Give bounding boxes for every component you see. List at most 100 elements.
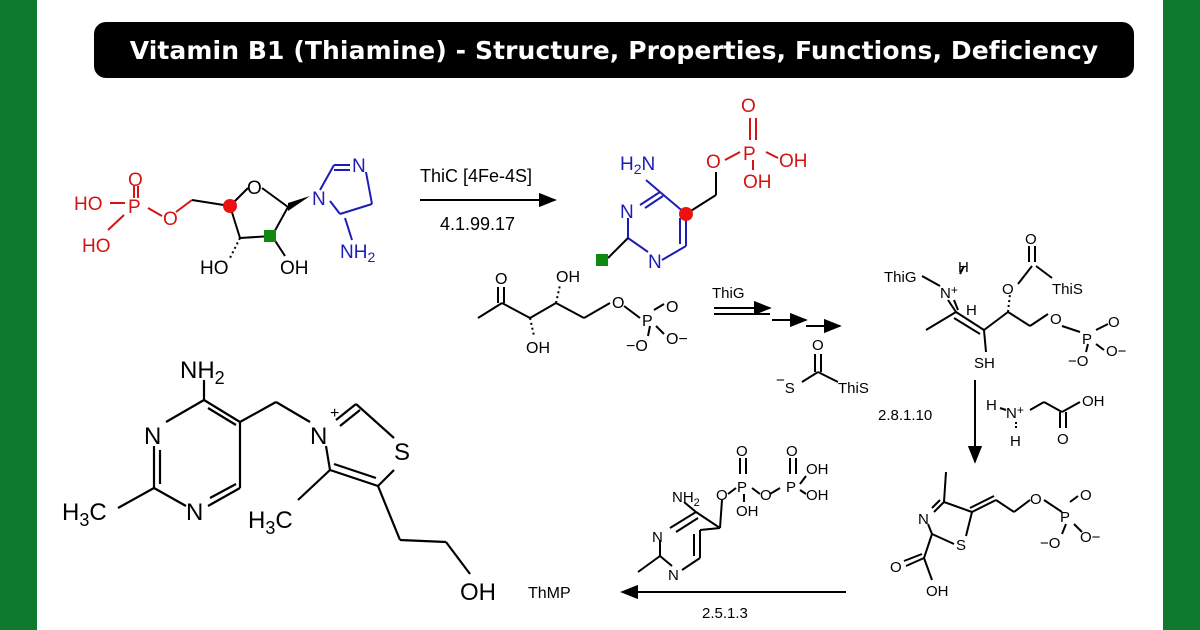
label-o: O — [736, 443, 748, 460]
thig-adduct-labels: ThiG H N+ H SH O O ThiS O P O −O O− — [884, 231, 1127, 372]
label-n-plus: N+ — [940, 283, 958, 302]
right-frame-band — [1163, 0, 1200, 630]
green-marker — [596, 254, 608, 266]
glycine-imine: H N+ H OH O — [986, 393, 1105, 450]
label-s-minus: −S — [776, 372, 795, 397]
label-o: O — [163, 209, 178, 230]
label-o-minus: O− — [1080, 529, 1101, 546]
label-o-minus: −O — [626, 338, 648, 355]
reaction3-arrow: 2.8.1.10 — [878, 380, 983, 464]
this-thiocarboxylate: O −S ThiS — [776, 337, 869, 397]
label-nh2: NH2 — [672, 489, 700, 509]
reaction1-ec-label: 4.1.99.17 — [440, 214, 515, 234]
label-oh: OH — [743, 172, 772, 193]
label-thig: ThiG — [884, 269, 917, 286]
red-marker — [223, 199, 237, 213]
hmp-atom-labels: H2N N N O P O OH OH — [620, 96, 808, 273]
label-p: P — [1060, 509, 1070, 526]
label-o: O — [612, 295, 624, 312]
label-ho: HO — [200, 258, 229, 279]
label-n: N — [620, 202, 634, 223]
reaction1-enzyme-label: ThiC [4Fe-4S] — [420, 166, 532, 186]
title-banner: Vitamin B1 (Thiamine) - Structure, Prope… — [94, 22, 1134, 78]
hmp-phosphate — [607, 118, 779, 261]
thmp-label: ThMP — [528, 585, 571, 602]
label-sh: SH — [974, 355, 995, 372]
label-oh: OH — [806, 487, 829, 504]
label-o: O — [1050, 311, 1062, 328]
label-o: O — [1080, 487, 1092, 504]
label-n-plus: N — [310, 423, 327, 450]
label-p: P — [786, 479, 796, 496]
label-oh: OH — [779, 151, 808, 172]
label-o: O — [1108, 314, 1120, 331]
label-o: O — [128, 170, 143, 191]
label-o: O — [1057, 431, 1069, 448]
red-marker — [679, 207, 693, 221]
label-n-plus: N+ — [1006, 403, 1024, 422]
label-o: O — [786, 443, 798, 460]
label-ho: HO — [82, 236, 111, 257]
green-marker — [264, 230, 276, 242]
label-n: N — [918, 511, 929, 528]
label-h: H — [1010, 433, 1021, 450]
label-h3c: H3C — [248, 507, 293, 538]
dxp-atom-labels: O OH OH O P O −O O− — [495, 269, 688, 357]
reaction4-arrow: 2.5.1.3 ThMP — [528, 584, 846, 622]
label-p: P — [128, 197, 141, 218]
label-o: O — [1002, 281, 1014, 298]
label-o: O — [1025, 231, 1037, 248]
label-o: O — [741, 96, 756, 117]
reaction2-arrows: ThiG — [712, 285, 842, 334]
label-o-minus: −O — [1040, 535, 1060, 552]
thig-adduct — [921, 246, 1109, 353]
label-n: N — [352, 156, 366, 177]
air-atom-labels: HO P O HO O O N N NH2 HO OH — [74, 156, 375, 279]
label-s: S — [394, 439, 410, 466]
air-ribonucleotide — [107, 164, 373, 259]
label-oh: OH — [926, 583, 949, 600]
label-p: P — [743, 144, 756, 165]
label-nh2: NH2 — [180, 357, 225, 388]
label-oh: OH — [460, 579, 496, 606]
label-oh: OH — [526, 340, 550, 357]
label-o: O — [716, 487, 728, 504]
label-n: N — [144, 423, 161, 450]
label-this: ThiS — [1052, 281, 1083, 298]
left-frame-band — [0, 0, 37, 630]
label-h: H — [966, 302, 977, 319]
reaction2-enzyme-label: ThiG — [712, 285, 745, 302]
label-ho: HO — [74, 194, 103, 215]
thiazole-labels: N S O OH O P O −O O− — [890, 487, 1101, 600]
label-h2n: H2N — [620, 154, 655, 177]
thiamine-labels: NH2 N N H3C N + S H3C OH — [62, 357, 496, 606]
label-o: O — [495, 271, 507, 288]
thiamine-structure — [117, 380, 471, 575]
reaction1-arrow: ThiC [4Fe-4S] 4.1.99.17 — [420, 166, 557, 234]
label-this: ThiS — [838, 380, 869, 397]
page-title: Vitamin B1 (Thiamine) - Structure, Prope… — [129, 35, 1099, 65]
label-o: O — [1030, 491, 1042, 508]
label-nh2: NH2 — [340, 242, 375, 265]
label-n: N — [668, 567, 679, 584]
label-o-minus: O− — [1106, 343, 1127, 360]
label-o: O — [666, 299, 678, 316]
label-plus: + — [330, 405, 339, 422]
label-o-minus: O− — [666, 331, 688, 348]
thiazole-phosphate — [903, 471, 1083, 581]
label-p: P — [1082, 331, 1092, 348]
label-oh: OH — [736, 503, 759, 520]
label-o: O — [760, 487, 772, 504]
label-n: N — [648, 252, 662, 273]
hmp-pyrophosphate — [637, 458, 807, 573]
reaction4-ec-label: 2.5.1.3 — [702, 605, 748, 622]
label-h: H — [958, 259, 969, 276]
label-o: O — [812, 337, 824, 354]
label-o-minus: −O — [1068, 353, 1088, 370]
hmp-pp-labels: NH2 N N O P O OH O P O OH OH — [652, 443, 829, 584]
label-n: N — [186, 499, 203, 526]
label-o: O — [247, 178, 262, 199]
deoxyxylulose-phosphate — [477, 284, 665, 337]
label-oh: OH — [280, 258, 309, 279]
